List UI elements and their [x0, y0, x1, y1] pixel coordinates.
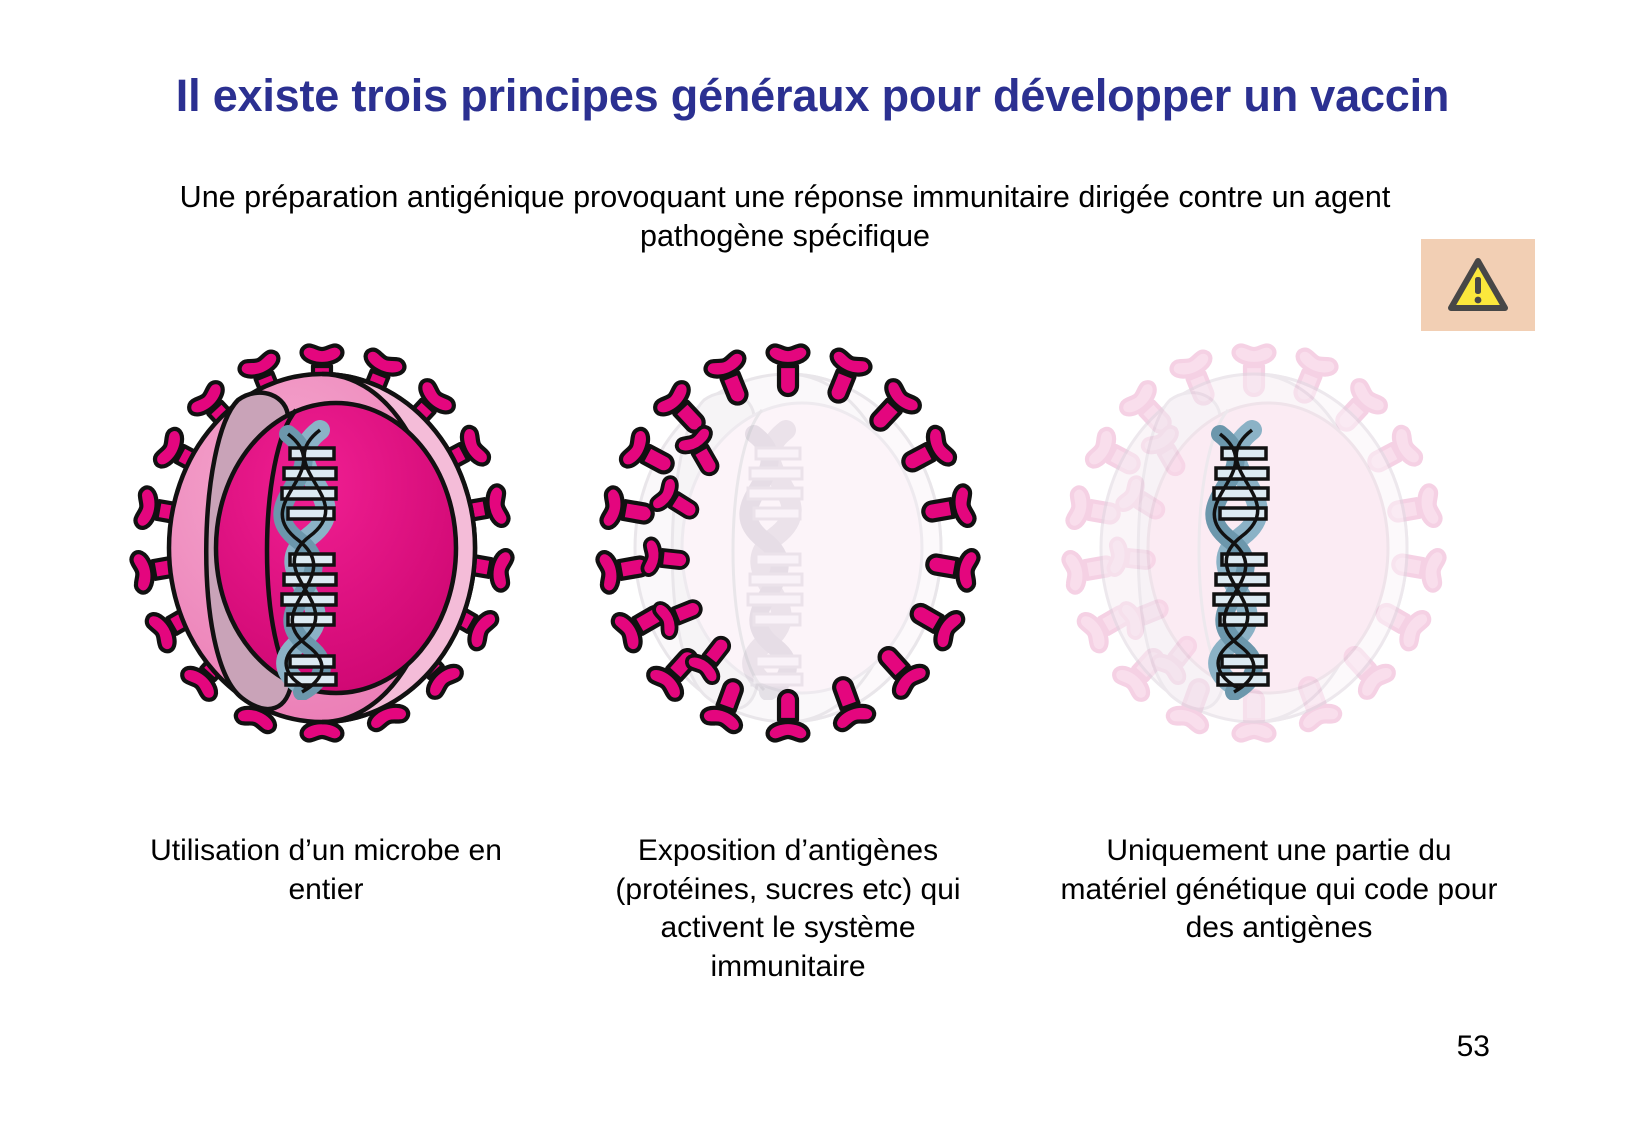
- figure-genetic-material: [1024, 330, 1484, 785]
- dna-helix-faded: [739, 420, 804, 700]
- dna-helix-highlighted: [1205, 420, 1270, 700]
- page-title: Il existe trois principes généraux pour …: [175, 70, 1450, 121]
- figure-whole-microbe: [92, 330, 552, 785]
- virus-envelope-faded: [1099, 372, 1409, 724]
- caption-whole-microbe: Utilisation d’un microbe en entier: [150, 834, 502, 906]
- page-number: 53: [1456, 1030, 1490, 1063]
- figure-antigen-spikes: [558, 330, 1018, 785]
- caption-antigen-spikes: Exposition d’antigènes (protéines, sucre…: [615, 834, 961, 984]
- warning-badge: [1421, 239, 1535, 331]
- warning-triangle-icon: [1447, 257, 1509, 313]
- caption-genetic-material: Uniquement une partie du matériel généti…: [1060, 834, 1498, 945]
- virus-envelope: [166, 371, 478, 725]
- dna-helix: [273, 420, 338, 700]
- slide-subtitle: Une préparation antigénique provoquant u…: [179, 180, 1391, 254]
